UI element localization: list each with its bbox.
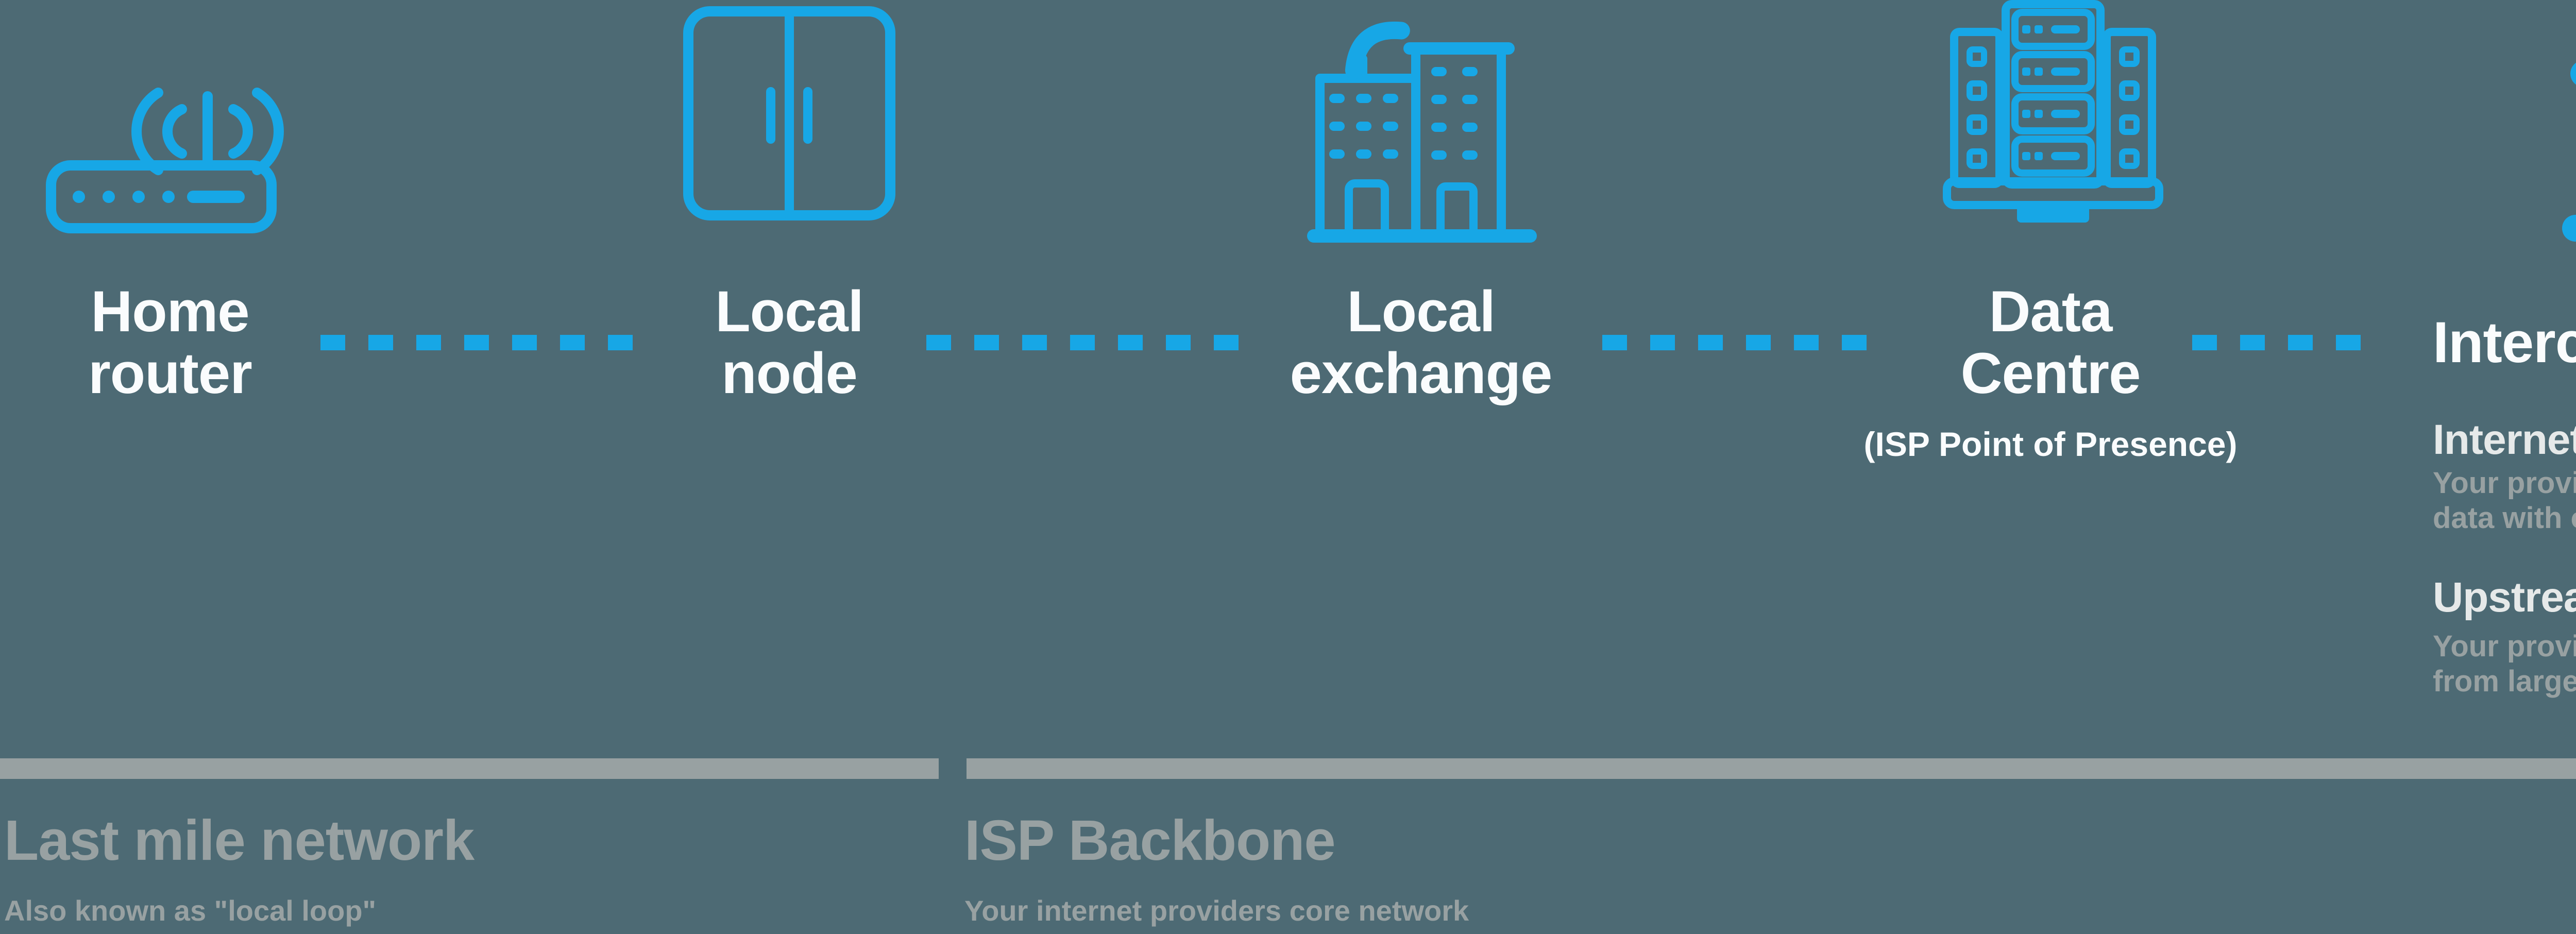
dashed-connector — [1602, 335, 1867, 350]
isp-backbone-title: ISP Backbone — [964, 809, 1336, 872]
wifi-router-icon — [46, 88, 284, 233]
label-data-centre: Data Centre — [1960, 279, 2141, 405]
dashed-connector — [2192, 335, 2361, 350]
interconnections-icon-box — [2562, 8, 2576, 291]
dashed-connector — [926, 335, 1239, 350]
data-centre-icon-box — [1940, 0, 2166, 227]
label-interconnections: Interconnections — [2433, 310, 2576, 375]
internet-exchanges-description: Your provider mutually exchanges data wi… — [2433, 466, 2576, 535]
isp-backbone-subtitle: Your internet providers core network — [964, 894, 1469, 927]
last-mile-network-title: Last mile network — [4, 809, 474, 872]
local-node-icon-box — [681, 4, 897, 223]
exchange-building-icon — [1307, 21, 1537, 243]
label-isp-point-of-presence: (ISP Point of Presence) — [1863, 425, 2238, 463]
upstream-transit-title: Upstream transit — [2433, 574, 2576, 621]
local-exchange-icon-box — [1307, 5, 1537, 245]
transfer-arrows-icon — [2562, 62, 2576, 242]
last-mile-network-bar — [0, 758, 939, 779]
home-router-icon-box — [44, 39, 291, 234]
isp-backbone-bar — [967, 758, 2576, 779]
upstream-transit-description: Your provider buys connectivity from lar… — [2433, 630, 2576, 698]
last-mile-network-subtitle: Also known as "local loop" — [4, 894, 377, 927]
internet-exchanges-title: Internet exchanges — [2433, 416, 2576, 463]
label-local-exchange: Local exchange — [1290, 279, 1553, 405]
label-local-node: Local node — [715, 279, 864, 405]
street-cabinet-icon — [683, 6, 895, 220]
dashed-connector — [320, 335, 633, 350]
label-home-router: Home router — [88, 279, 252, 405]
server-rack-icon — [1943, 0, 2163, 223]
